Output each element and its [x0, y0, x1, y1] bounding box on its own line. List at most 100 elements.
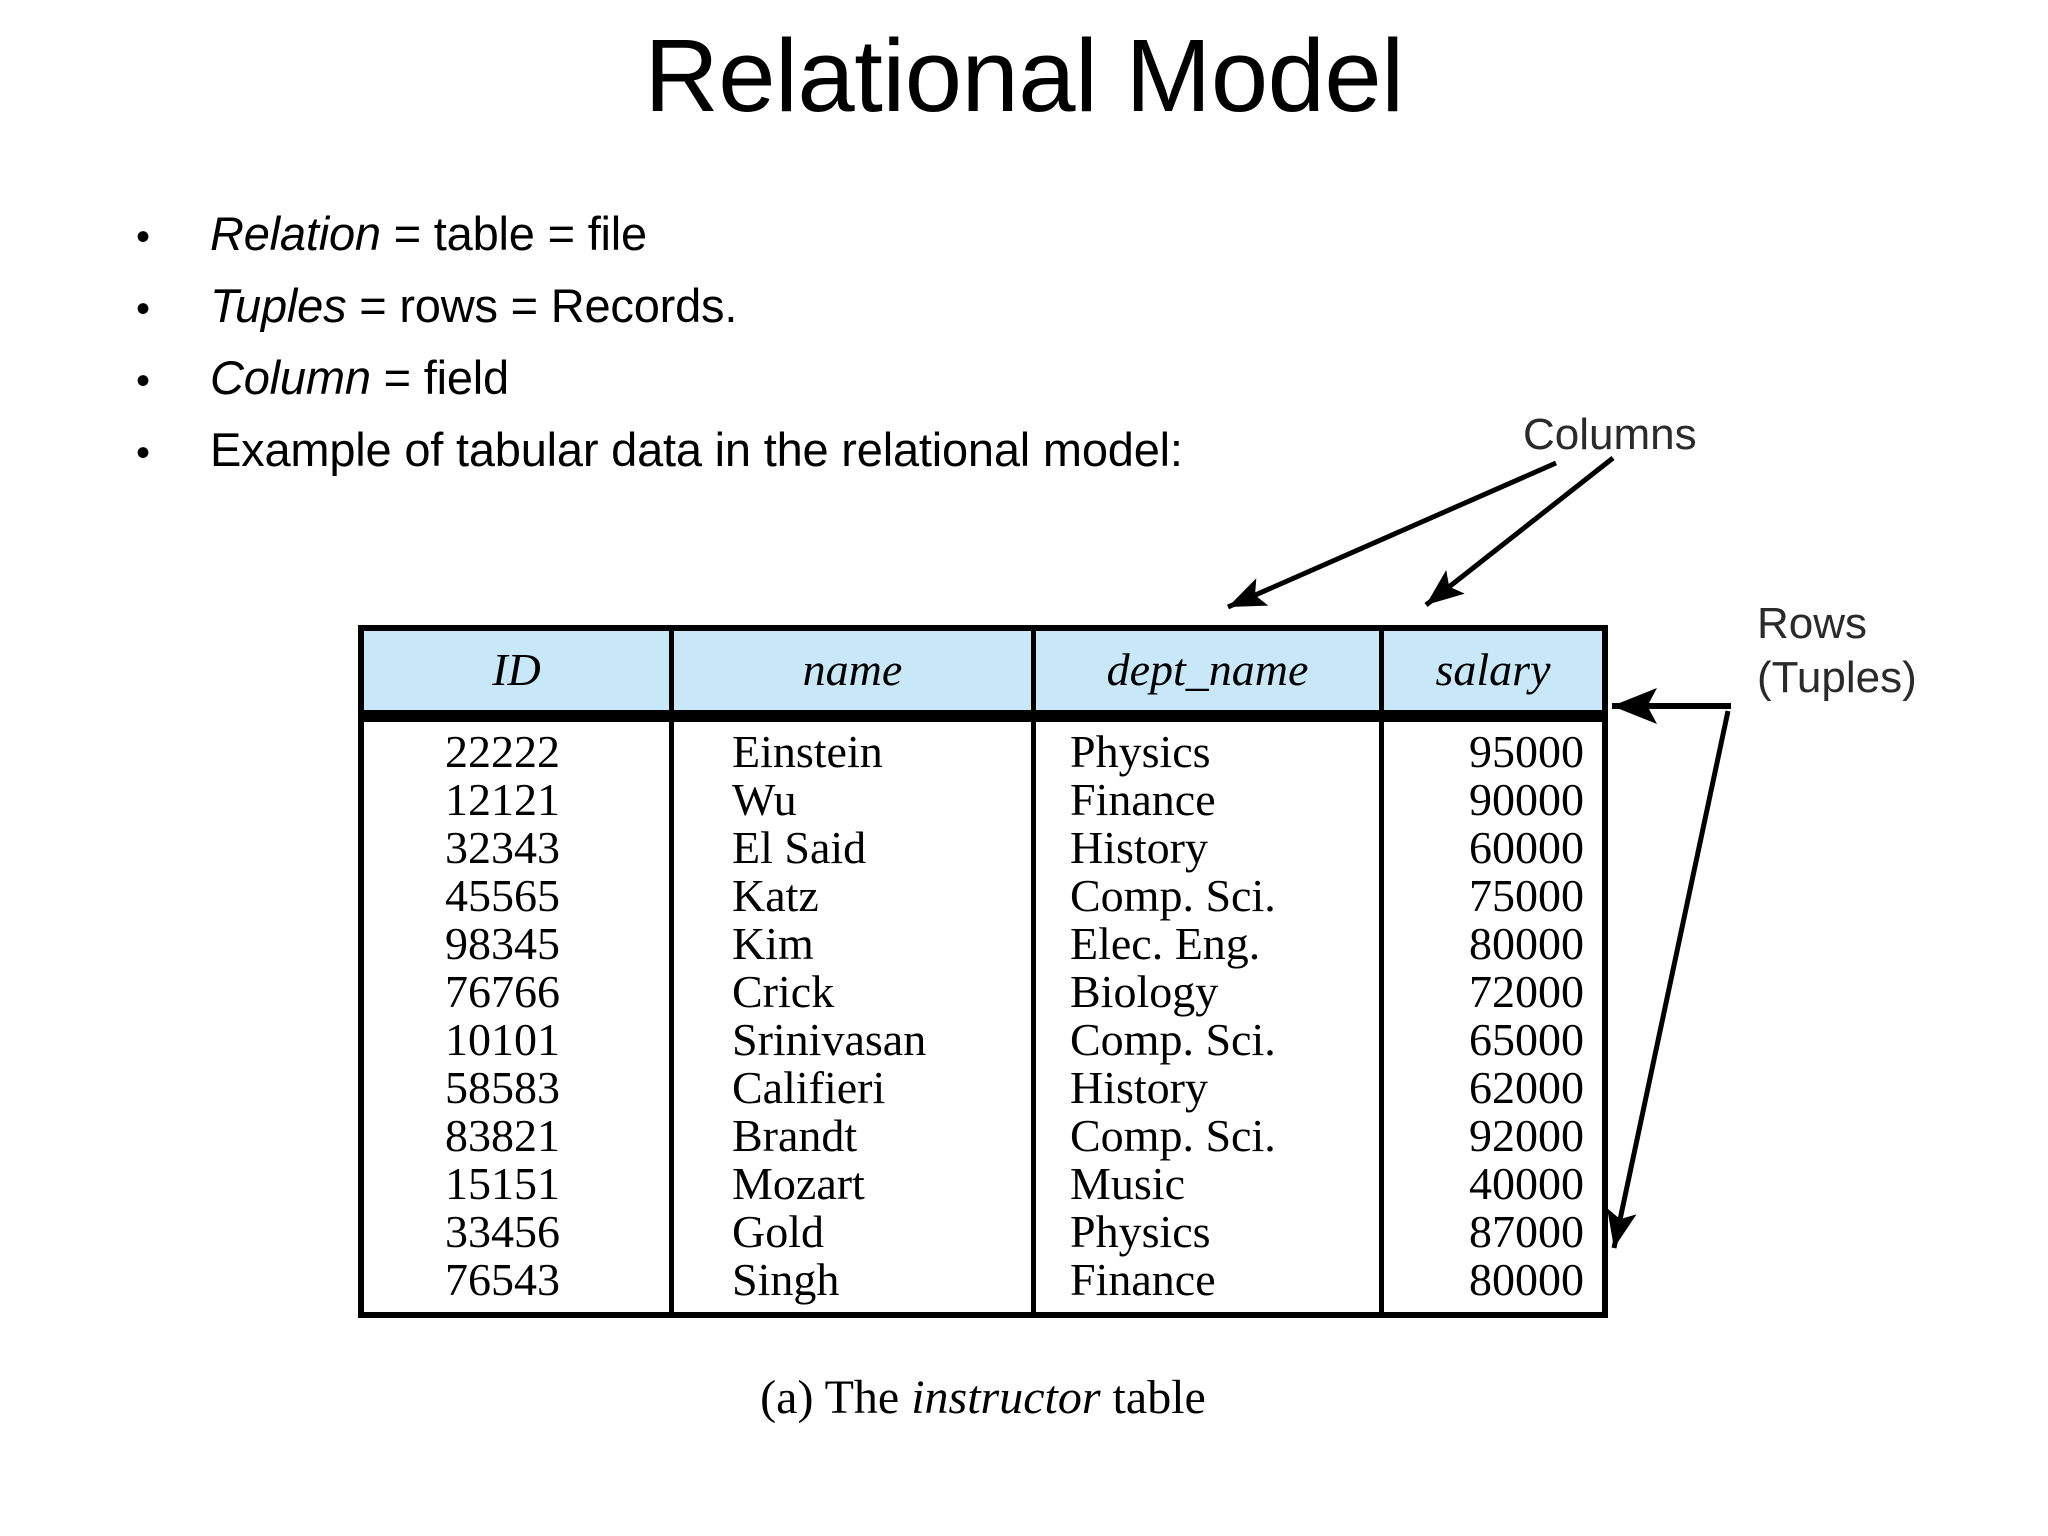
- cell-id: 12121: [358, 776, 674, 824]
- column-header-id: ID: [358, 625, 674, 716]
- cell-id: 32343: [358, 824, 674, 872]
- cell-salary: 90000: [1384, 776, 1608, 824]
- list-item-rest: = rows = Records.: [346, 279, 738, 332]
- caption-suffix: table: [1100, 1371, 1206, 1424]
- table-header-row: ID name dept_name salary: [358, 625, 1608, 716]
- caption-prefix: (a) The: [760, 1371, 912, 1424]
- cell-dept-name: Comp. Sci.: [1036, 1112, 1384, 1160]
- table-row: 10101 Srinivasan Comp. Sci. 65000: [358, 1016, 1608, 1064]
- cell-dept-name: Music: [1036, 1160, 1384, 1208]
- cell-dept-name: Comp. Sci.: [1036, 872, 1384, 920]
- cell-name: Kim: [674, 920, 1036, 968]
- table-caption: (a) The instructor table: [358, 1370, 1608, 1425]
- list-item-rest: Example of tabular data in the relationa…: [210, 423, 1183, 476]
- bullet-point-icon: •: [136, 359, 151, 403]
- cell-id: 58583: [358, 1064, 674, 1112]
- columns-arrow-right-icon: [1424, 456, 1615, 607]
- rows-arrow-diagonal-icon: [1607, 710, 1731, 1249]
- cell-salary: 80000: [1384, 920, 1608, 968]
- list-item-emphasis: Relation: [210, 207, 381, 260]
- table-row: 15151 Mozart Music 40000: [358, 1160, 1608, 1208]
- cell-dept-name: Comp. Sci.: [1036, 1016, 1384, 1064]
- bullet-point-icon: •: [136, 431, 151, 475]
- table-row: 32343 El Said History 60000: [358, 824, 1608, 872]
- list-item-rest: = field: [370, 351, 510, 404]
- cell-id: 76766: [358, 968, 674, 1016]
- cell-dept-name: Finance: [1036, 1256, 1384, 1318]
- column-header-name: name: [674, 625, 1036, 716]
- table-row: 12121 Wu Finance 90000: [358, 776, 1608, 824]
- cell-salary: 95000: [1384, 716, 1608, 776]
- instructor-table: ID name dept_name salary 22222 Einstein …: [358, 625, 1608, 1318]
- rows-annotation-label: Rows(Tuples): [1757, 597, 1917, 704]
- cell-dept-name: Finance: [1036, 776, 1384, 824]
- table-row: 22222 Einstein Physics 95000: [358, 716, 1608, 776]
- list-item-text: Example of tabular data in the relationa…: [210, 422, 1183, 477]
- list-item-text: Relation = table = file: [210, 206, 647, 261]
- cell-salary: 87000: [1384, 1208, 1608, 1256]
- list-item: • Relation = table = file: [128, 206, 1428, 278]
- list-item-text: Column = field: [210, 350, 509, 405]
- rows-annotation-line1: Rows: [1757, 599, 1868, 648]
- cell-salary: 60000: [1384, 824, 1608, 872]
- cell-name: Crick: [674, 968, 1036, 1016]
- cell-name: El Said: [674, 824, 1036, 872]
- table-row: 58583 Califieri History 62000: [358, 1064, 1608, 1112]
- rows-annotation-line2: (Tuples): [1757, 652, 1917, 702]
- cell-salary: 40000: [1384, 1160, 1608, 1208]
- bullet-point-icon: •: [136, 287, 151, 331]
- table-row: 76766 Crick Biology 72000: [358, 968, 1608, 1016]
- table-row: 76543 Singh Finance 80000: [358, 1256, 1608, 1318]
- cell-salary: 62000: [1384, 1064, 1608, 1112]
- cell-name: Katz: [674, 872, 1036, 920]
- cell-id: 15151: [358, 1160, 674, 1208]
- cell-salary: 92000: [1384, 1112, 1608, 1160]
- column-header-dept-name: dept_name: [1036, 625, 1384, 716]
- cell-id: 76543: [358, 1256, 674, 1318]
- cell-salary: 72000: [1384, 968, 1608, 1016]
- cell-id: 33456: [358, 1208, 674, 1256]
- list-item-emphasis: Tuples: [210, 279, 347, 332]
- cell-name: Einstein: [674, 716, 1036, 776]
- table-row: 83821 Brandt Comp. Sci. 92000: [358, 1112, 1608, 1160]
- table-row: 33456 Gold Physics 87000: [358, 1208, 1608, 1256]
- cell-name: Srinivasan: [674, 1016, 1036, 1064]
- list-item-text: Tuples = rows = Records.: [210, 278, 737, 333]
- cell-name: Mozart: [674, 1160, 1036, 1208]
- caption-emphasis: instructor: [911, 1371, 1101, 1424]
- cell-name: Gold: [674, 1208, 1036, 1256]
- columns-annotation-label: Columns: [1523, 410, 1697, 459]
- bullet-point-icon: •: [136, 215, 151, 259]
- instructor-table-container: ID name dept_name salary 22222 Einstein …: [358, 625, 1608, 1318]
- column-header-salary: salary: [1384, 625, 1608, 716]
- cell-salary: 80000: [1384, 1256, 1608, 1318]
- cell-salary: 65000: [1384, 1016, 1608, 1064]
- cell-id: 10101: [358, 1016, 674, 1064]
- cell-id: 98345: [358, 920, 674, 968]
- cell-dept-name: Physics: [1036, 1208, 1384, 1256]
- page-title: Relational Model: [644, 18, 1404, 133]
- cell-name: Singh: [674, 1256, 1036, 1318]
- cell-id: 83821: [358, 1112, 674, 1160]
- list-item-emphasis: Column: [210, 351, 371, 404]
- cell-dept-name: Biology: [1036, 968, 1384, 1016]
- cell-name: Brandt: [674, 1112, 1036, 1160]
- cell-name: Wu: [674, 776, 1036, 824]
- list-item-rest: = table = file: [380, 207, 647, 260]
- cell-dept-name: Elec. Eng.: [1036, 920, 1384, 968]
- cell-salary: 75000: [1384, 872, 1608, 920]
- list-item: • Tuples = rows = Records.: [128, 278, 1428, 350]
- table-header: ID name dept_name salary: [358, 625, 1608, 716]
- table-row: 45565 Katz Comp. Sci. 75000: [358, 872, 1608, 920]
- table-row: 98345 Kim Elec. Eng. 80000: [358, 920, 1608, 968]
- list-item: • Column = field: [128, 350, 1428, 422]
- list-item: • Example of tabular data in the relatio…: [128, 422, 1428, 494]
- table-body: 22222 Einstein Physics 95000 12121 Wu Fi…: [358, 716, 1608, 1318]
- cell-name: Califieri: [674, 1064, 1036, 1112]
- cell-id: 22222: [358, 716, 674, 776]
- cell-dept-name: Physics: [1036, 716, 1384, 776]
- cell-dept-name: History: [1036, 824, 1384, 872]
- cell-id: 45565: [358, 872, 674, 920]
- cell-dept-name: History: [1036, 1064, 1384, 1112]
